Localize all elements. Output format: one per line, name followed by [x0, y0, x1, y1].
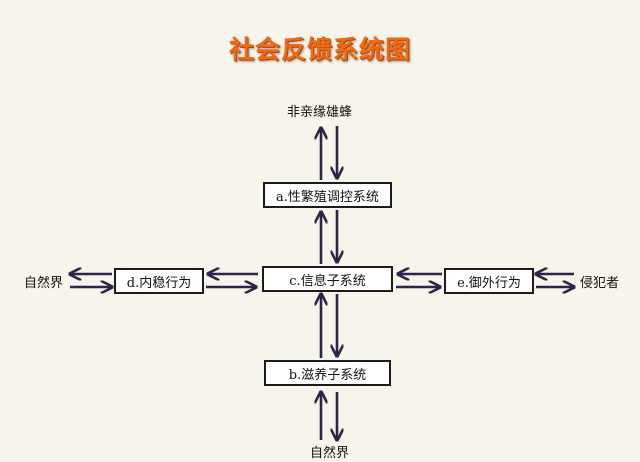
- label-nature-left: 自然界: [24, 276, 64, 291]
- node-d-homeostasis-behavior: d.内稳行为: [114, 268, 204, 294]
- node-e-defense-behavior: e.御外行为: [444, 268, 534, 294]
- node-a-reproduction-control: a.性繁殖调控系统: [263, 182, 392, 208]
- node-c-information: c.信息子系统: [262, 266, 393, 292]
- node-b-nourishment: b.滋养子系统: [264, 360, 391, 386]
- diagram-title: 社会反馈系统图: [228, 35, 411, 64]
- label-non-kin-drone: 非亲缘雄蜂: [287, 105, 353, 120]
- label-nature-bottom: 自然界: [310, 446, 350, 461]
- label-invader: 侵犯者: [580, 276, 620, 291]
